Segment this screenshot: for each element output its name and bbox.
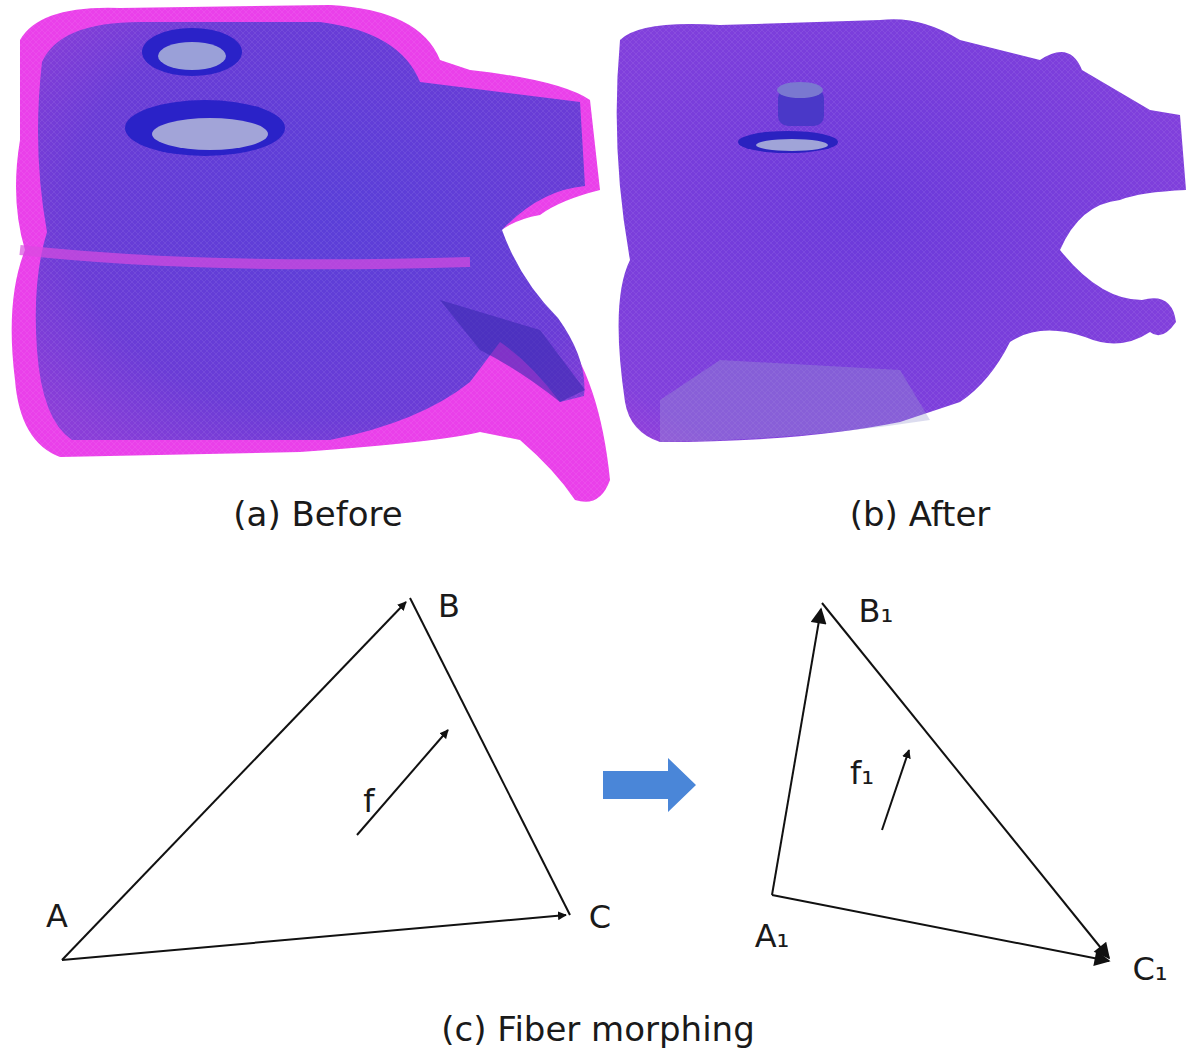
subfigure-caption: (a) Before bbox=[233, 496, 402, 533]
mesh-before bbox=[12, 5, 610, 502]
triangle-after bbox=[772, 603, 1109, 961]
vertex-label: C₁ bbox=[1132, 952, 1167, 987]
mesh-after bbox=[617, 19, 1186, 442]
vertex-label: A bbox=[46, 899, 68, 934]
subfigure-caption: (b) After bbox=[850, 496, 991, 533]
vector-label: f bbox=[363, 784, 374, 819]
vector-label: f₁ bbox=[850, 756, 874, 791]
vertex-label: C bbox=[589, 900, 611, 935]
triangle-before bbox=[62, 598, 570, 960]
vertex-label: B bbox=[438, 589, 460, 624]
subfigure-caption: (c) Fiber morphing bbox=[441, 1011, 754, 1048]
morph-arrow bbox=[603, 758, 696, 812]
vertex-label: A₁ bbox=[755, 919, 790, 954]
vertex-label: B₁ bbox=[859, 594, 894, 629]
